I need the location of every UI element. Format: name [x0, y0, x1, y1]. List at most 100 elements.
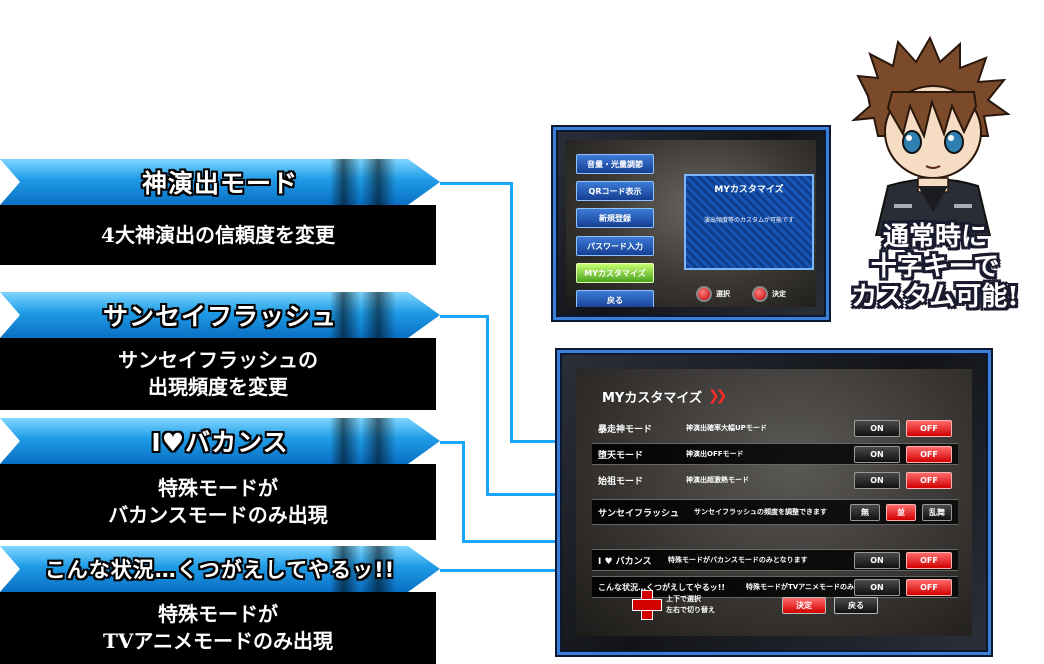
customize-title: MYカスタマイズ ❯❯: [602, 385, 762, 407]
option-row-sansei-flash[interactable]: サンセイフラッシュ サンセイフラッシュの頻度を調整できます 無 並 乱舞: [592, 499, 958, 525]
feature-desc-line: 出現頻度を変更: [148, 375, 288, 399]
menu-item-register[interactable]: 新規登録: [576, 208, 654, 228]
connector-line: [462, 441, 465, 542]
feature-description: サンセイフラッシュの 出現頻度を変更: [0, 338, 436, 410]
select-hint: 選択: [696, 286, 730, 302]
callout-line: 通常時に: [882, 222, 987, 252]
feature-desc-line: 特殊モードが: [158, 602, 278, 626]
normal-button[interactable]: 並: [886, 503, 916, 521]
navigation-hint-line: 左右で切り替え: [666, 606, 715, 614]
double-chevron-icon: ❯❯: [707, 388, 728, 404]
connector-line: [486, 315, 489, 495]
option-name: サンセイフラッシュ: [598, 508, 680, 519]
feature-desc-line: TVアニメモードのみ出現: [102, 629, 333, 653]
feature-desc-line: バカンスモードのみ出現: [108, 503, 328, 527]
option-row-bousou[interactable]: 暴走神モード 神演出確率大幅UPモード ON OFF: [592, 417, 958, 439]
connector-line: [440, 569, 580, 572]
off-button[interactable]: OFF: [906, 551, 952, 569]
option-desc: 特殊モードがバカンスモードのみとなります: [668, 556, 808, 564]
off-button[interactable]: OFF: [906, 445, 952, 463]
my-customize-screen: MYカスタマイズ ❯❯ 暴走神モード 神演出確率大幅UPモード ON OFF 堕…: [557, 350, 991, 655]
decide-button[interactable]: 決定: [782, 597, 826, 614]
on-button[interactable]: ON: [854, 419, 900, 437]
dpad-icon: [632, 590, 662, 620]
connector-line: [510, 182, 513, 442]
feature-desc-line: 4大神演出の信頼度を変更: [101, 222, 335, 247]
decide-hint: 決定: [752, 286, 786, 302]
settings-menu-screen: 音量・光量調節 QRコード表示 新規登録 パスワード入力 MYカスタマイズ 戻る…: [553, 127, 829, 320]
feature-desc-line: 特殊モードが: [158, 476, 278, 500]
feature-konna-joukyou: こんな状況…くつがえしてやるッ!! 特殊モードが TVアニメモードのみ出現: [0, 546, 440, 664]
feature-desc-line: サンセイフラッシュの: [118, 348, 318, 372]
option-desc: 神演出確率大幅UPモード: [686, 424, 767, 432]
connector-line: [486, 493, 580, 496]
feature-sansei-flash: サンセイフラッシュ サンセイフラッシュの 出現頻度を変更: [0, 292, 440, 410]
option-toggle: ON OFF: [854, 419, 952, 437]
option-row-shiso[interactable]: 始祖モード 神演出超激熱モード ON OFF: [592, 469, 958, 491]
feature-header: 神演出モード: [0, 159, 440, 205]
feature-description: 4大神演出の信頼度を変更: [0, 205, 436, 265]
feature-title: I♥バカンス: [151, 428, 289, 457]
feature-header: こんな状況…くつがえしてやるッ!!: [0, 546, 440, 592]
option-toggle: ON OFF: [854, 445, 952, 463]
option-desc: 特殊モードがTVアニメモードのみとなります: [746, 583, 889, 591]
feature-i-love-vacance: I♥バカンス 特殊モードが バカンスモードのみ出現: [0, 418, 440, 540]
connector-line: [440, 182, 512, 185]
option-row-vacance[interactable]: I ♥ バカンス 特殊モードがバカンスモードのみとなります ON OFF: [592, 549, 958, 571]
off-button[interactable]: OFF: [906, 578, 952, 596]
option-toggle: ON OFF: [854, 551, 952, 569]
decide-hint-label: 決定: [772, 290, 786, 298]
option-toggle: ON OFF: [854, 578, 952, 596]
on-button[interactable]: ON: [854, 445, 900, 463]
off-button[interactable]: OFF: [906, 471, 952, 489]
dialog-title: MYカスタマイズ: [714, 185, 784, 195]
feature-header: I♥バカンス: [0, 418, 440, 464]
callout-text: 通常時に 十字キーで カスタム可能!: [840, 222, 1030, 312]
option-desc: 神演出OFFモード: [686, 450, 744, 458]
on-button[interactable]: ON: [854, 551, 900, 569]
option-name: こんな状況…くつがえしてやるッ!!: [598, 582, 726, 592]
menu-item-volume[interactable]: 音量・光量調節: [576, 154, 654, 174]
option-row-daten[interactable]: 堕天モード 神演出OFFモード ON OFF: [592, 443, 958, 465]
feature-title: こんな状況…くつがえしてやるッ!!: [44, 558, 396, 582]
callout-line: 十字キーで: [870, 252, 1000, 282]
connector-line: [440, 315, 488, 318]
option-name: I ♥ バカンス: [598, 556, 652, 567]
menu-item-my-customize[interactable]: MYカスタマイズ: [576, 263, 654, 283]
feature-description: 特殊モードが バカンスモードのみ出現: [0, 464, 436, 540]
button-icon: [752, 286, 768, 302]
character-illustration: [850, 36, 1011, 236]
option-name: 始祖モード: [598, 476, 644, 487]
option-desc: サンセイフラッシュの頻度を調整できます: [694, 508, 827, 516]
feature-god-mode: 神演出モード 4大神演出の信頼度を変更: [0, 159, 440, 265]
feature-description: 特殊モードが TVアニメモードのみ出現: [0, 592, 436, 664]
menu-item-back[interactable]: 戻る: [576, 290, 654, 307]
connector-line: [510, 440, 580, 443]
customize-screen-background: MYカスタマイズ ❯❯ 暴走神モード 神演出確率大幅UPモード ON OFF 堕…: [576, 369, 972, 636]
back-button[interactable]: 戻る: [834, 597, 878, 614]
connector-line: [440, 441, 464, 444]
option-name: 堕天モード: [598, 450, 644, 461]
dialog-text: 演出頻度等のカスタムが可能です: [703, 217, 794, 224]
option-selector: 無 並 乱舞: [850, 503, 952, 521]
ranbu-button[interactable]: 乱舞: [922, 503, 952, 521]
connector-line: [462, 540, 580, 543]
option-name: 暴走神モード: [598, 424, 653, 435]
feature-title: サンセイフラッシュ: [102, 302, 337, 331]
callout-line: カスタム可能!: [851, 282, 1019, 312]
option-toggle: ON OFF: [854, 471, 952, 489]
navigation-hint-line: 上下で選択: [666, 595, 701, 603]
menu-item-qr-code[interactable]: QRコード表示: [576, 181, 654, 201]
option-desc: 神演出超激熱モード: [686, 476, 749, 484]
menu-item-password[interactable]: パスワード入力: [576, 236, 654, 256]
none-button[interactable]: 無: [850, 503, 880, 521]
off-button[interactable]: OFF: [906, 419, 952, 437]
on-button[interactable]: ON: [854, 471, 900, 489]
menu-screen-background: 音量・光量調節 QRコード表示 新規登録 パスワード入力 MYカスタマイズ 戻る…: [566, 140, 816, 307]
select-hint-label: 選択: [716, 290, 730, 298]
feature-header: サンセイフラッシュ: [0, 292, 440, 338]
on-button[interactable]: ON: [854, 578, 900, 596]
customize-title-label: MYカスタマイズ: [602, 390, 702, 406]
option-row-konna-joukyou[interactable]: こんな状況…くつがえしてやるッ!! 特殊モードがTVアニメモードのみとなります …: [592, 576, 958, 598]
info-dialog: MYカスタマイズ 演出頻度等のカスタムが可能です: [684, 174, 814, 270]
